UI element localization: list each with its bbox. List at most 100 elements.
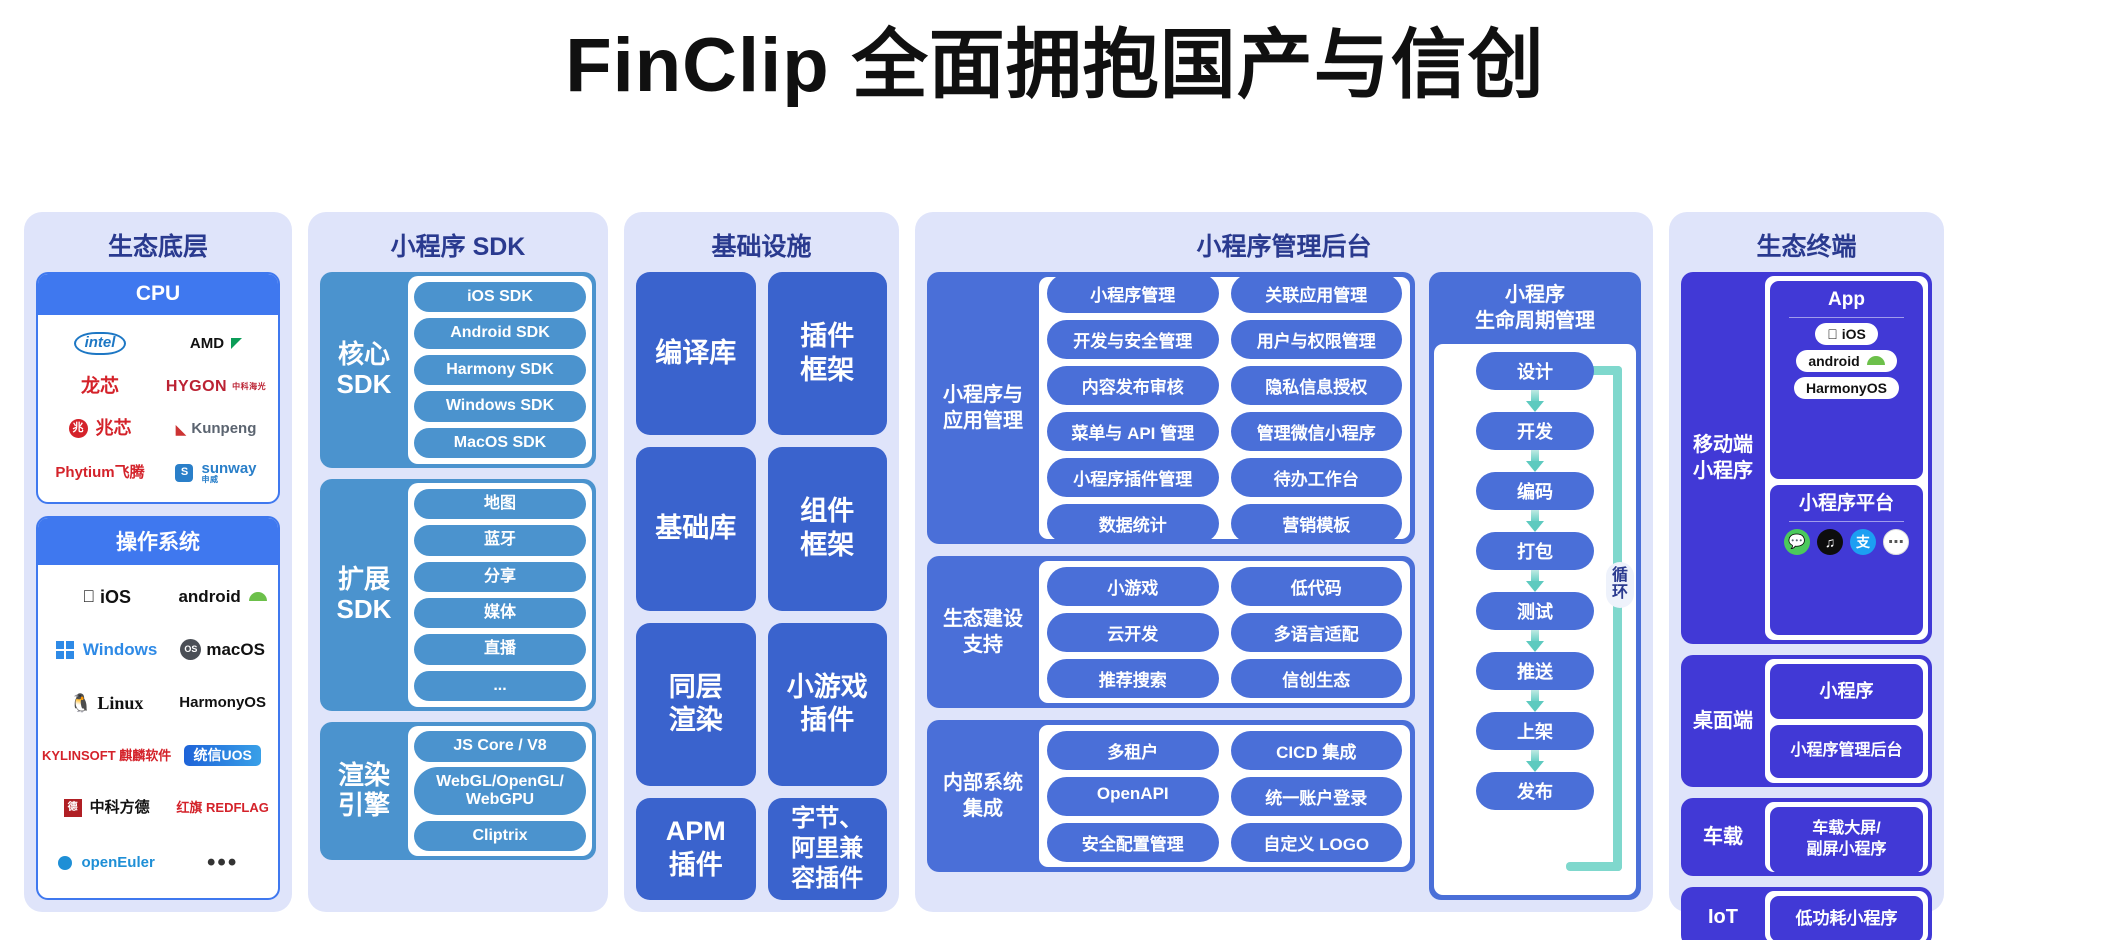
kunpeng-mark-icon: ◣ (175, 420, 187, 437)
lifecycle-step-package[interactable]: 打包 (1476, 532, 1594, 570)
admin-pill-content-review[interactable]: 内容发布审核 (1047, 365, 1219, 405)
admin-pill-miniapp-manage[interactable]: 小程序管理 (1047, 273, 1219, 313)
logo-kylinsoft: KYLINSOFT 麒麟软件 (42, 747, 172, 763)
admin-groups: 小程序与应用管理 小程序管理 关联应用管理 开发与安全管理 用户与权限管理 内容… (927, 272, 1415, 900)
terminal-chip-ios[interactable]: iOS (1815, 322, 1878, 345)
logo-loongson: 龙芯 (80, 376, 119, 398)
logo-windows: Windows (55, 639, 157, 660)
sdk-pill-cliptrix[interactable]: Cliptrix (414, 820, 586, 851)
admin-pill-cicd[interactable]: CICD 集成 (1230, 730, 1402, 770)
infra-card-base-lib[interactable]: 基础库 (636, 447, 756, 611)
sdk-block-label-render-engine: 渲染 引擎 (337, 760, 390, 820)
admin-pill-security-config[interactable]: 安全配置管理 (1047, 822, 1219, 862)
logo-openeuler: openEuler (58, 850, 155, 875)
panel-title-terminal: 生态终端 (1756, 233, 1857, 261)
logo-intel: intel (73, 332, 127, 355)
macos-icon: OS (180, 639, 202, 661)
logo-harmonyos: HarmonyOS (179, 694, 266, 712)
sdk-pill-jscore[interactable]: JS Core / V8 (414, 731, 586, 762)
terminal-body-mobile: App iOS android HarmonyOS 小程序平台 💬 ♫ (1765, 276, 1928, 640)
sdk-pill-ios[interactable]: iOS SDK (414, 282, 586, 313)
divider (1788, 316, 1905, 318)
douyin-icon[interactable]: ♫ (1817, 528, 1843, 555)
sdk-pill-share[interactable]: 分享 (414, 561, 586, 592)
arrow-down-icon (1526, 570, 1544, 592)
infra-card-same-layer-render[interactable]: 同层渲染 (636, 622, 756, 786)
infra-card-minigame-plugin[interactable]: 小游戏插件 (767, 622, 887, 786)
logo-ios: iOS (82, 587, 131, 607)
terminal-item-car-screen[interactable]: 车载大屏/ 副屏小程序 (1770, 807, 1923, 873)
lifecycle-step-develop[interactable]: 开发 (1476, 412, 1594, 450)
admin-pill-marketing-template[interactable]: 营销模板 (1230, 503, 1402, 543)
terminal-row-desktop: 桌面端 小程序 小程序管理后台 (1681, 655, 1932, 787)
admin-pill-privacy-auth[interactable]: 隐私信息授权 (1230, 365, 1402, 405)
logo-android: android (178, 588, 267, 607)
lifecycle-step-publish-listing[interactable]: 上架 (1476, 712, 1594, 750)
lifecycle-step-push[interactable]: 推送 (1476, 652, 1594, 690)
logo-linux: 🐧Linux (69, 692, 144, 713)
infra-card-plugin-framework[interactable]: 插件框架 (767, 272, 887, 436)
lifecycle-title: 小程序生命周期管理 (1475, 284, 1595, 332)
admin-pill-lowcode[interactable]: 低代码 (1230, 566, 1402, 606)
admin-pill-xinchuang-eco[interactable]: 信创生态 (1230, 658, 1402, 698)
sdk-pill-media[interactable]: 媒体 (414, 597, 586, 629)
sdk-pill-macos[interactable]: MacOS SDK (414, 427, 586, 458)
more-icon[interactable]: ⋯ (1883, 528, 1909, 555)
admin-pill-related-app-manage[interactable]: 关联应用管理 (1230, 273, 1402, 313)
panel-title-admin: 小程序管理后台 (1196, 233, 1372, 261)
infra-card-compile-lib[interactable]: 编译库 (636, 272, 756, 436)
lifecycle-step-design[interactable]: 设计 (1476, 352, 1594, 390)
infra-card-bytedance-alibaba-plugin[interactable]: 字节、阿里兼容插件 (767, 797, 887, 900)
admin-pill-user-permission-manage[interactable]: 用户与权限管理 (1230, 319, 1402, 359)
panel-title-sdk: 小程序 SDK (390, 233, 526, 261)
admin-pill-data-statistics[interactable]: 数据统计 (1047, 503, 1219, 543)
terminal-chip-harmonyos[interactable]: HarmonyOS (1794, 376, 1899, 399)
admin-pill-recommend-search[interactable]: 推荐搜索 (1047, 658, 1219, 698)
sdk-pill-more[interactable]: ... (414, 670, 586, 701)
admin-group-label-apps: 小程序与应用管理 (943, 384, 1023, 432)
admin-group-items-apps: 小程序管理 关联应用管理 开发与安全管理 用户与权限管理 内容发布审核 隐私信息… (1039, 273, 1410, 543)
sdk-pill-harmony[interactable]: Harmony SDK (414, 354, 586, 386)
terminal-item-miniapp[interactable]: 小程序 (1770, 664, 1923, 720)
admin-pill-multi-tenant[interactable]: 多租户 (1047, 730, 1219, 770)
infra-card-component-framework[interactable]: 组件框架 (767, 447, 887, 611)
admin-pill-miniapp-plugin-manage[interactable]: 小程序插件管理 (1047, 457, 1219, 497)
sdk-pill-bluetooth[interactable]: 蓝牙 (414, 525, 586, 556)
lifecycle-step-release[interactable]: 发布 (1476, 772, 1594, 810)
admin-pill-menu-api-manage[interactable]: 菜单与 API 管理 (1047, 411, 1219, 451)
sdk-pill-live[interactable]: 直播 (414, 634, 586, 665)
admin-pill-cloud-dev[interactable]: 云开发 (1047, 612, 1219, 652)
terminal-item-miniapp-admin[interactable]: 小程序管理后台 (1770, 725, 1923, 778)
admin-pill-sso[interactable]: 统一账户登录 (1230, 776, 1402, 816)
sdk-block-extension: 扩展 SDK 地图 蓝牙 分享 媒体 直播 ... (320, 479, 596, 711)
terminal-label-desktop: 桌面端 (1693, 710, 1753, 732)
lifecycle-step-test[interactable]: 测试 (1476, 592, 1594, 630)
admin-pill-minigame[interactable]: 小游戏 (1047, 566, 1219, 606)
loop-badge: 循环 (1606, 562, 1634, 608)
terminal-item-low-power-miniapp[interactable]: 低功耗小程序 (1770, 896, 1923, 940)
logo-amd: AMD (190, 332, 243, 355)
android-robot-icon (1866, 356, 1885, 366)
admin-pill-custom-logo[interactable]: 自定义 LOGO (1230, 822, 1402, 862)
wechat-icon[interactable]: 💬 (1784, 528, 1810, 555)
sdk-pill-map[interactable]: 地图 (414, 488, 586, 520)
sdk-pill-windows[interactable]: Windows SDK (414, 391, 586, 422)
lifecycle-step-code[interactable]: 编码 (1476, 472, 1594, 510)
admin-pill-todo-workbench[interactable]: 待办工作台 (1230, 457, 1402, 497)
admin-pill-wechat-miniapp-manage[interactable]: 管理微信小程序 (1230, 411, 1402, 451)
admin-pill-dev-security-manage[interactable]: 开发与安全管理 (1047, 319, 1219, 359)
terminal-chip-android[interactable]: android (1796, 349, 1897, 372)
arrow-down-icon (1526, 690, 1544, 712)
admin-pill-openapi[interactable]: OpenAPI (1047, 776, 1219, 816)
alipay-icon[interactable]: 支 (1850, 528, 1876, 555)
apple-icon:  (82, 588, 95, 606)
admin-pill-multilang[interactable]: 多语言适配 (1230, 612, 1402, 652)
sdk-pill-webgl[interactable]: WebGL/OpenGL/ WebGPU (414, 766, 586, 816)
admin-group-items-internal-integration: 多租户 CICD 集成 OpenAPI 统一账户登录 安全配置管理 自定义 LO… (1039, 725, 1410, 867)
sdk-pill-android[interactable]: Android SDK (414, 318, 586, 349)
